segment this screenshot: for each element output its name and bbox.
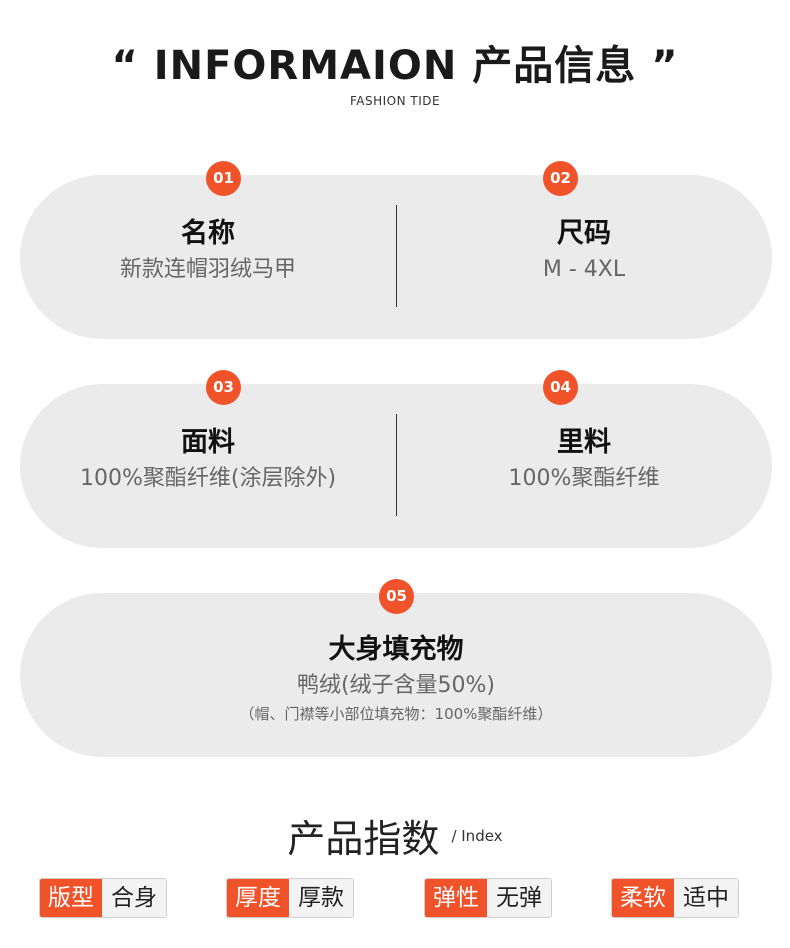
index-tag-key: 厚度: [227, 879, 289, 917]
index-tag-value: 合身: [102, 879, 166, 917]
info-value: 新款连帽羽绒马甲: [119, 257, 296, 282]
info-value: 鸭绒(绒子含量50%): [296, 673, 496, 698]
index-tag-value: 适中: [674, 879, 738, 917]
index-tag-value: 无弹: [487, 879, 551, 917]
index-tag: 厚度 厚款: [226, 878, 354, 918]
index-tag-key: 弹性: [425, 879, 487, 917]
info-label: 尺码: [557, 218, 611, 249]
index-tag: 版型 合身: [39, 878, 167, 918]
number-badge: 05: [379, 579, 414, 614]
info-cell-fabric: 面料 100%聚酯纤维(涂层除外): [20, 426, 396, 494]
info-row-1: 名称 新款连帽羽绒马甲 尺码 M - 4XL: [20, 175, 772, 339]
index-title: 产品指数: [287, 817, 440, 861]
index-suffix: / Index: [451, 826, 503, 845]
number-badge: 04: [543, 370, 578, 405]
number-badge: 02: [543, 161, 578, 196]
index-tag-value: 厚款: [289, 879, 353, 917]
info-cell-name: 名称 新款连帽羽绒马甲: [20, 217, 396, 285]
page-subtitle: FASHION TIDE: [349, 94, 441, 108]
index-heading: 产品指数 / Index: [0, 808, 790, 863]
info-row-3: 大身填充物 鸭绒(绒子含量50%) （帽、门襟等小部位填充物：100%聚酯纤维）: [20, 593, 772, 757]
info-cell-filling: 大身填充物 鸭绒(绒子含量50%) （帽、门襟等小部位填充物：100%聚酯纤维）: [20, 633, 772, 725]
page-title: “ INFORMAION 产品信息 ”: [111, 43, 679, 89]
info-label: 大身填充物: [328, 634, 464, 665]
index-tag: 柔软 适中: [611, 878, 739, 918]
divider: [396, 414, 397, 516]
info-row-2: 面料 100%聚酯纤维(涂层除外) 里料 100%聚酯纤维: [20, 384, 772, 548]
info-cell-size: 尺码 M - 4XL: [396, 217, 772, 285]
divider: [396, 205, 397, 307]
info-value: 100%聚酯纤维: [508, 466, 660, 491]
info-note: （帽、门襟等小部位填充物：100%聚酯纤维）: [239, 705, 553, 723]
info-cell-lining: 里料 100%聚酯纤维: [396, 426, 772, 494]
info-label: 面料: [181, 427, 235, 458]
info-value: M - 4XL: [542, 257, 626, 282]
number-badge: 01: [206, 161, 241, 196]
index-tag-key: 版型: [40, 879, 102, 917]
index-tag: 弹性 无弹: [424, 878, 552, 918]
info-value: 100%聚酯纤维(涂层除外): [79, 466, 337, 491]
index-tag-key: 柔软: [612, 879, 674, 917]
info-label: 里料: [557, 427, 611, 458]
number-badge: 03: [206, 370, 241, 405]
info-label: 名称: [181, 218, 235, 249]
header: “ INFORMAION 产品信息 ” FASHION TIDE: [0, 40, 790, 108]
